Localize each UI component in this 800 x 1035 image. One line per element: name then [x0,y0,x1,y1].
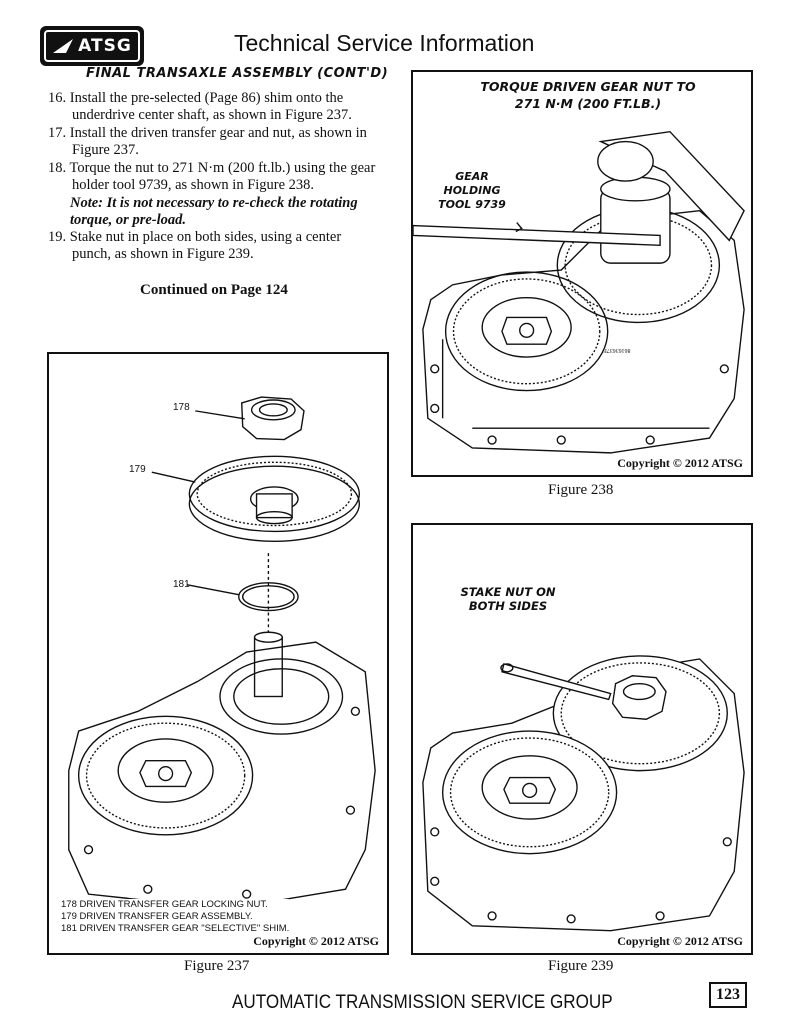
instruction-steps: 16. Install the pre-selected (Page 86) s… [48,90,378,264]
figure-238-title: TORQUE DRIVEN GEAR NUT TO 271 N·M (200 F… [480,79,696,111]
section-heading: FINAL TRANSAXLE ASSEMBLY (CONT'D) [86,66,389,81]
figure-237-copyright: Copyright © 2012 ATSG [249,934,379,949]
figure-239-copyright: Copyright © 2012 ATSG [613,934,743,949]
logo-text: ATSG [78,36,132,56]
figure-238-caption: Figure 238 [548,482,614,498]
page-title: Technical Service Information [234,30,535,56]
figure-237-illustration [68,396,376,910]
legend-item: 179 DRIVEN TRANSFER GEAR ASSEMBLY. [61,911,253,922]
step-19: 19. Stake nut in place on both sides, us… [48,229,342,262]
figure-237-caption: Figure 237 [184,958,250,974]
page-number: 123 [709,982,747,1008]
stake-nut-callout: STAKE NUT ON BOTH SIDES [460,585,556,613]
legend-item: 181 DRIVEN TRANSFER GEAR "SELECTIVE" SHI… [61,923,290,934]
note: Note: It is not necessary to re-check th… [70,195,358,228]
footer-text: AUTOMATIC TRANSMISSION SERVICE GROUP [232,992,613,1013]
step-17: 17. Install the driven transfer gear and… [48,125,367,158]
part-179-label: 179 [129,464,146,475]
figure-239-caption: Figure 239 [548,958,614,974]
part-181-label: 181 [173,579,190,590]
legend-item: 178 DRIVEN TRANSFER GEAR LOCKING NUT. [61,899,268,910]
step-16: 16. Install the pre-selected (Page 86) s… [48,90,352,123]
figure-238-illustration: 86163637F [413,130,745,454]
step-18: 18. Torque the nut to 271 N·m (200 ft.lb… [48,160,376,193]
logo-wing-icon [53,39,74,53]
continued-note: Continued on Page 124 [140,282,288,298]
atsg-logo: ATSG [40,26,144,66]
tool-callout: GEAR HOLDING TOOL 9739 [438,170,506,211]
figure-238-box: 86163637F TORQUE DRIVEN GEAR NUT TO 271 … [411,70,753,477]
figure-239-illustration [422,655,745,932]
figure-237-box: 178 179 181 178 DRIVEN TRANSFER GEAR LOC… [47,352,389,955]
svg-text:86163637F: 86163637F [603,347,631,353]
figure-238-copyright: Copyright © 2012 ATSG [613,456,743,471]
figure-237-legend: 178 DRIVEN TRANSFER GEAR LOCKING NUT. 17… [61,899,290,935]
part-178-label: 178 [173,402,190,413]
figure-239-box: STAKE NUT ON BOTH SIDES Copyright © 2012… [411,523,753,955]
